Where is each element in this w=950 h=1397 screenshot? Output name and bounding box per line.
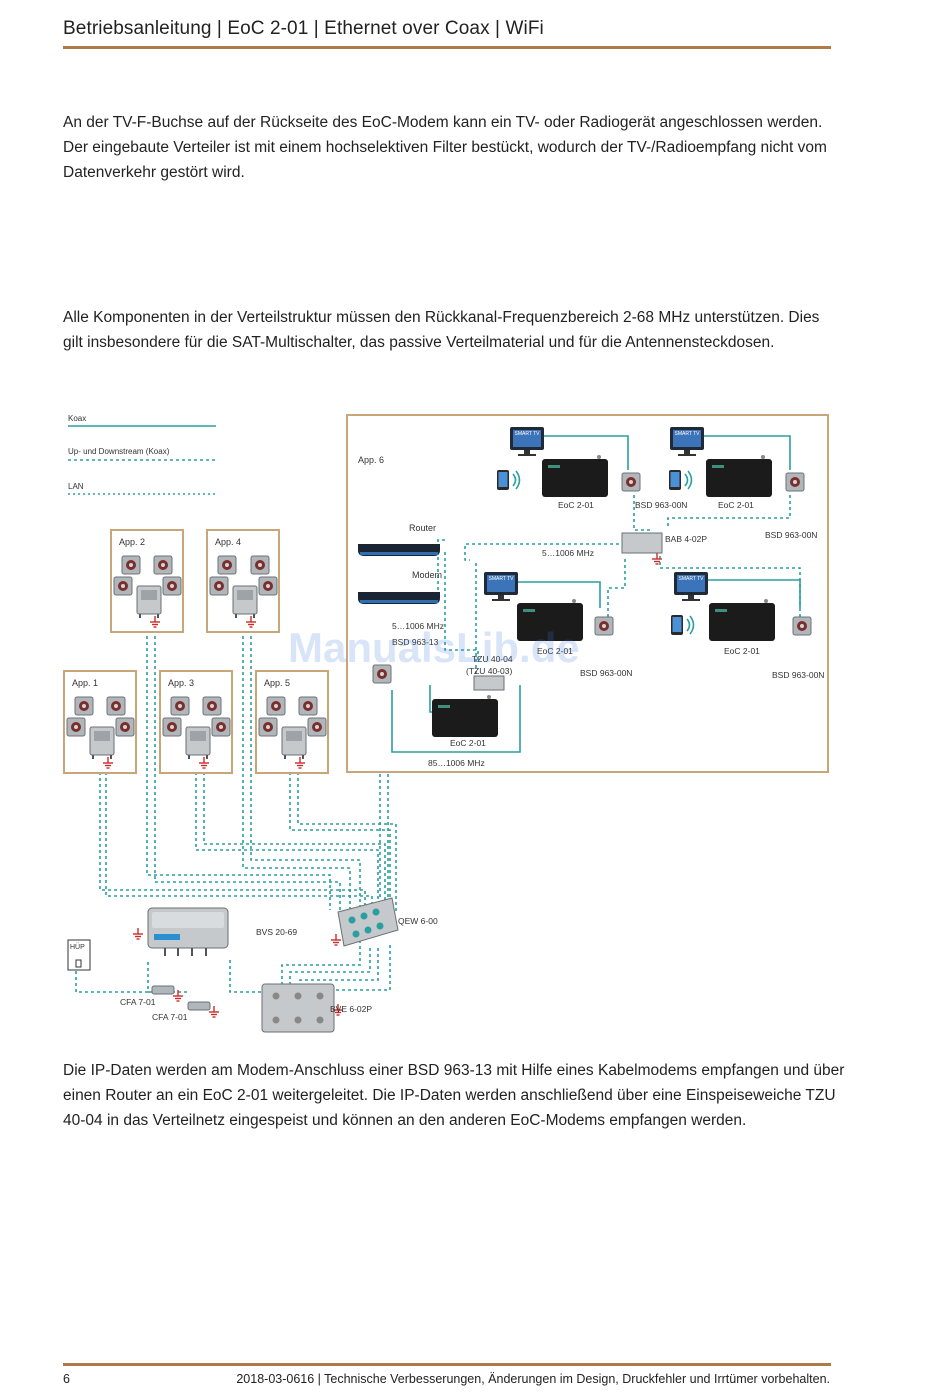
footer-note: 2018-03-0616 | Technische Verbesserungen… xyxy=(236,1372,830,1386)
apartment-1: App. 1 xyxy=(63,670,137,774)
network-diagram: Koax Up- und Downstream (Koax) LAN App. … xyxy=(63,414,829,1033)
paragraph-ip-data: Die IP-Daten werden am Modem-Anschluss e… xyxy=(63,1062,845,1129)
hup-box: HÜP xyxy=(67,939,91,971)
modem-label: Modem xyxy=(412,570,442,580)
apartment-1-label: App. 1 xyxy=(72,678,98,688)
footer-rule xyxy=(63,1363,831,1366)
router-label: Router xyxy=(409,523,436,533)
bsd-mid-left-label: BSD 963-00N xyxy=(580,668,632,678)
apartment-6: App. 6 SMART TV SMART TV SMART TV SMART … xyxy=(346,414,829,773)
eoc-center-label: EoC 2-01 xyxy=(450,738,486,748)
bsd-top-left-label: BSD 963-00N xyxy=(635,500,687,510)
page-number: 6 xyxy=(63,1372,70,1386)
watermark: ManualsLib.de xyxy=(288,624,580,671)
legend-lan: LAN xyxy=(68,482,84,491)
eoc-top-right-label: EoC 2-01 xyxy=(718,500,754,510)
bsd-mid-right-label: BSD 963-00N xyxy=(772,670,824,680)
bab-label: BAB 4-02P xyxy=(665,534,707,544)
page-header: Betriebsanleitung | EoC 2-01 | Ethernet … xyxy=(63,18,831,49)
freq-top-label: 5…1006 MHz xyxy=(542,548,594,558)
apartment-5: App. 5 xyxy=(255,670,329,774)
eoc-mid-left-label: EoC 2-01 xyxy=(537,646,573,656)
apartment-4: App. 4 xyxy=(206,529,280,633)
apartment-2-label: App. 2 xyxy=(119,537,145,547)
tzu-40-03-label: (TZU 40-03) xyxy=(466,666,512,676)
bvs-label: BVS 20-69 xyxy=(256,927,297,937)
freq-85-label: 85…1006 MHz xyxy=(428,758,485,768)
eoc-mid-right-label: EoC 2-01 xyxy=(724,646,760,656)
apartment-4-label: App. 4 xyxy=(215,537,241,547)
diagram-legend: Koax Up- und Downstream (Koax) LAN xyxy=(68,414,216,495)
bsd-963-13-label: BSD 963-13 xyxy=(392,637,439,647)
header-title: Betriebsanleitung | EoC 2-01 | Ethernet … xyxy=(63,18,544,39)
apartment-2: App. 2 xyxy=(110,529,184,633)
eoc-top-left-label: EoC 2-01 xyxy=(558,500,594,510)
freq-left-label: 5…1006 MHz xyxy=(392,621,444,631)
legend-updown: Up- und Downstream (Koax) xyxy=(68,447,170,456)
apartment-6-label: App. 6 xyxy=(358,455,384,465)
qew-label: QEW 6-00 xyxy=(398,916,438,926)
smart-tv-text-1: SMART TV xyxy=(514,431,540,437)
tzu-40-04-label: TZU 40-04 xyxy=(472,654,513,664)
bve-distributor: BVE 6-02P xyxy=(261,983,372,1033)
paragraph-tv-connection: An der TV-F-Buchse auf der Rückseite des… xyxy=(63,114,827,181)
cfa-filters: CFA 7-01 CFA 7-01 xyxy=(120,985,220,1022)
apartment-3-label: App. 3 xyxy=(168,678,194,688)
bsd-top-right-label: BSD 963-00N xyxy=(765,530,817,540)
cfa-label-2: CFA 7-01 xyxy=(152,1012,188,1022)
cfa-label-1: CFA 7-01 xyxy=(120,997,156,1007)
hup-label: HÜP xyxy=(70,943,85,951)
bvs-amplifier: BVS 20-69 xyxy=(132,907,297,956)
smart-tv-text-4: SMART TV xyxy=(678,576,704,582)
bve-label: BVE 6-02P xyxy=(330,1004,372,1014)
apartment-5-label: App. 5 xyxy=(264,678,290,688)
smart-tv-text-2: SMART TV xyxy=(674,431,700,437)
apartment-3: App. 3 xyxy=(159,670,233,774)
header-rule xyxy=(63,46,831,49)
legend-coax: Koax xyxy=(68,414,86,423)
paragraph-frequency-range: Alle Komponenten in der Verteilstruktur … xyxy=(63,309,820,351)
qew-multiswitch: QEW 6-00 xyxy=(330,897,438,947)
smart-tv-text-3: SMART TV xyxy=(488,576,514,582)
